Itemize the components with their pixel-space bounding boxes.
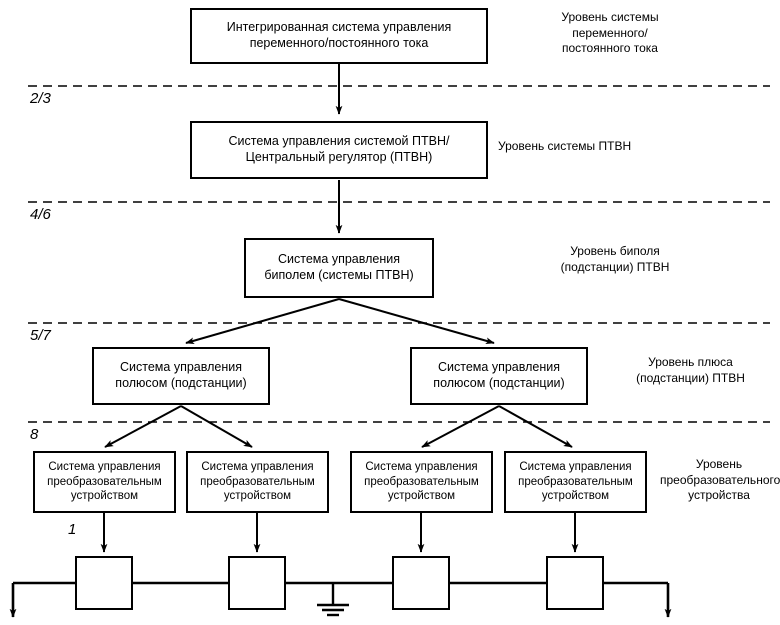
node-bipole-control[interactable]: Система управления биполем (системы ПТВН… xyxy=(244,238,434,298)
connector-bipole-to-pole-left xyxy=(185,298,340,345)
connector-pole-right-to-conv3 xyxy=(421,405,500,448)
label-level-hvdc-system: Уровень системы ПТВН xyxy=(498,139,632,153)
thyristor-valve-1[interactable] xyxy=(75,556,133,610)
node-integrated-ac-dc-control[interactable]: Интегрированная система управления перем… xyxy=(190,8,488,64)
tier-tag-2-3: 2/3 xyxy=(30,90,51,107)
thyristor-valve-2[interactable] xyxy=(228,556,286,610)
tier-tag-8: 8 xyxy=(30,426,39,443)
connector-bipole-to-pole-right xyxy=(338,298,495,345)
label-level-ac-dc-system: Уровень системы переменного/ постоянного… xyxy=(561,10,659,56)
connector-pole-left-to-conv1 xyxy=(104,405,182,448)
tier-tag-5-7: 5/7 xyxy=(30,327,51,344)
node-converter-control-2[interactable]: Система управления преобразовательным ус… xyxy=(186,451,329,513)
node-pole-control-left[interactable]: Система управления полюсом (подстанции) xyxy=(92,347,270,405)
connector-pole-left-to-conv2 xyxy=(180,405,253,448)
node-converter-control-4[interactable]: Система управления преобразовательным ус… xyxy=(504,451,647,513)
node-converter-control-3[interactable]: Система управления преобразовательным ус… xyxy=(350,451,493,513)
connector-pole-right-to-conv4 xyxy=(498,405,573,448)
label-level-bipole: Уровень биполя (подстанции) ПТВН xyxy=(560,244,670,274)
label-level-pole: Уровень плюса (подстанции) ПТВН xyxy=(636,355,745,385)
node-pole-control-right[interactable]: Система управления полюсом (подстанции) xyxy=(410,347,588,405)
thyristor-valve-4[interactable] xyxy=(546,556,604,610)
node-converter-control-1[interactable]: Система управления преобразовательным ус… xyxy=(33,451,176,513)
node-hvdc-system-control[interactable]: Система управления системой ПТВН/ Центра… xyxy=(190,121,488,179)
label-level-converter: Уровень преобразовательного устройства xyxy=(660,457,780,503)
thyristor-valve-3[interactable] xyxy=(392,556,450,610)
tier-tag-1: 1 xyxy=(68,521,77,538)
tier-tag-4-6: 4/6 xyxy=(30,206,51,223)
